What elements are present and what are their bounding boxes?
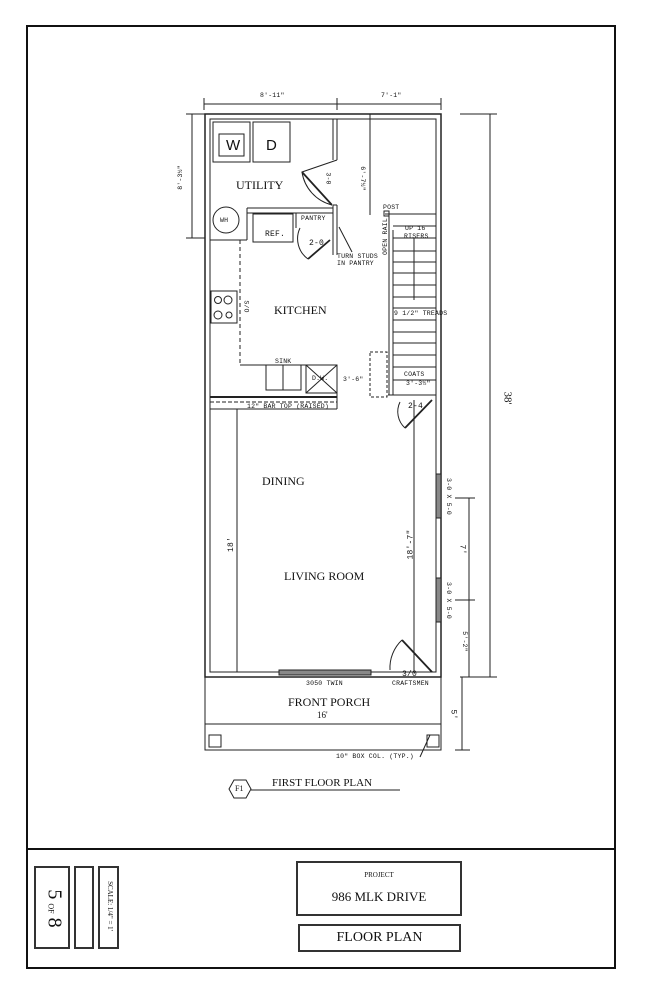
- drawing-tag: F1: [235, 784, 244, 793]
- sheet-number: 5: [43, 889, 66, 900]
- dim-porch-width: 16': [317, 710, 328, 720]
- window-label-side-2: 3-0 X 5-0: [444, 582, 452, 619]
- project-name: 986 MLK DRIVE: [331, 889, 427, 904]
- room-label-dining: DINING: [262, 474, 305, 488]
- kitchen-opening-dim: 3'-6": [343, 376, 364, 383]
- note-turn-studs: TURN STUDS: [337, 253, 379, 260]
- dim-window-spacing: 7': [457, 544, 467, 555]
- dim-living-depth: 18'-7": [406, 529, 416, 560]
- note-front-window: 3050 TWIN: [306, 680, 343, 687]
- room-label-kitchen: KITCHEN: [274, 303, 327, 317]
- note-bar-top: 12" BAR TOP (RAISED): [247, 403, 330, 410]
- dim-stair-height: 6'-7½": [358, 166, 366, 191]
- sink-label: SINK: [275, 358, 292, 365]
- dim-top-right: 7'-1": [381, 92, 402, 99]
- sheet-number-box: 5 OF 8: [34, 866, 70, 949]
- sheet-of: OF: [46, 903, 56, 914]
- note-risers: RISERS: [404, 233, 429, 240]
- room-label-living-room: LIVING ROOM: [284, 569, 365, 583]
- dim-overall-depth: 38': [501, 391, 514, 405]
- note-craftsmen: CRAFTSMEN: [392, 680, 429, 687]
- window-label-side-1: 3-0 X 5-0: [444, 478, 452, 515]
- coat-door-label: 2-4: [408, 402, 424, 411]
- drawing-sheet-border: [26, 25, 616, 969]
- dim-dining-depth: 18': [227, 536, 237, 553]
- note-front-door: 3/0: [402, 670, 418, 679]
- dryer-label: D: [266, 137, 277, 154]
- dim-porch-depth: 5': [448, 709, 458, 720]
- project-label: PROJECT: [364, 871, 394, 879]
- sheet-title-box: FLOOR PLAN: [298, 924, 461, 952]
- washer-label: W: [226, 137, 241, 154]
- scale-label: SCALE: 1/4" = 1': [106, 881, 114, 931]
- scale-box: SCALE: 1/4" = 1': [98, 866, 119, 949]
- fridge-label: REF.: [265, 230, 286, 239]
- dishwasher-label: D.W.: [312, 375, 329, 382]
- dim-top-left: 8'-11": [260, 92, 285, 99]
- coats-width-dim: 3'-3½": [406, 380, 431, 387]
- title-block-divider: [26, 848, 616, 850]
- room-label-utility: UTILITY: [236, 178, 284, 192]
- note-open-rail: OPEN RAIL: [381, 218, 389, 255]
- note-up-risers: UP 16: [405, 225, 426, 232]
- room-label-pantry: PANTRY: [301, 215, 326, 222]
- water-heater-label: WH: [220, 217, 229, 224]
- room-label-front-porch: FRONT PORCH: [288, 695, 371, 709]
- dim-window-offset: 5'-2": [460, 631, 468, 652]
- pantry-door-label: 2-0: [309, 239, 325, 248]
- dim-utility-height: 8'-3½": [176, 165, 184, 190]
- note-post: POST: [383, 204, 400, 211]
- note-coats: COATS: [404, 371, 425, 378]
- utility-door-label: 3-0: [324, 172, 332, 185]
- drawing-title: FIRST FLOOR PLAN: [272, 777, 373, 789]
- sheet-title: FLOOR PLAN: [336, 930, 423, 945]
- sheet-total: 8: [43, 917, 66, 928]
- note-treads: 9 1/2" TREADS: [394, 310, 448, 317]
- stove-label: S/O: [242, 300, 250, 313]
- blank-title-box: [74, 866, 94, 949]
- note-box-column: 10" BOX COL. (TYP.): [336, 753, 414, 760]
- note-in-pantry: IN PANTRY: [337, 260, 374, 267]
- project-box: PROJECT 986 MLK DRIVE: [296, 861, 462, 916]
